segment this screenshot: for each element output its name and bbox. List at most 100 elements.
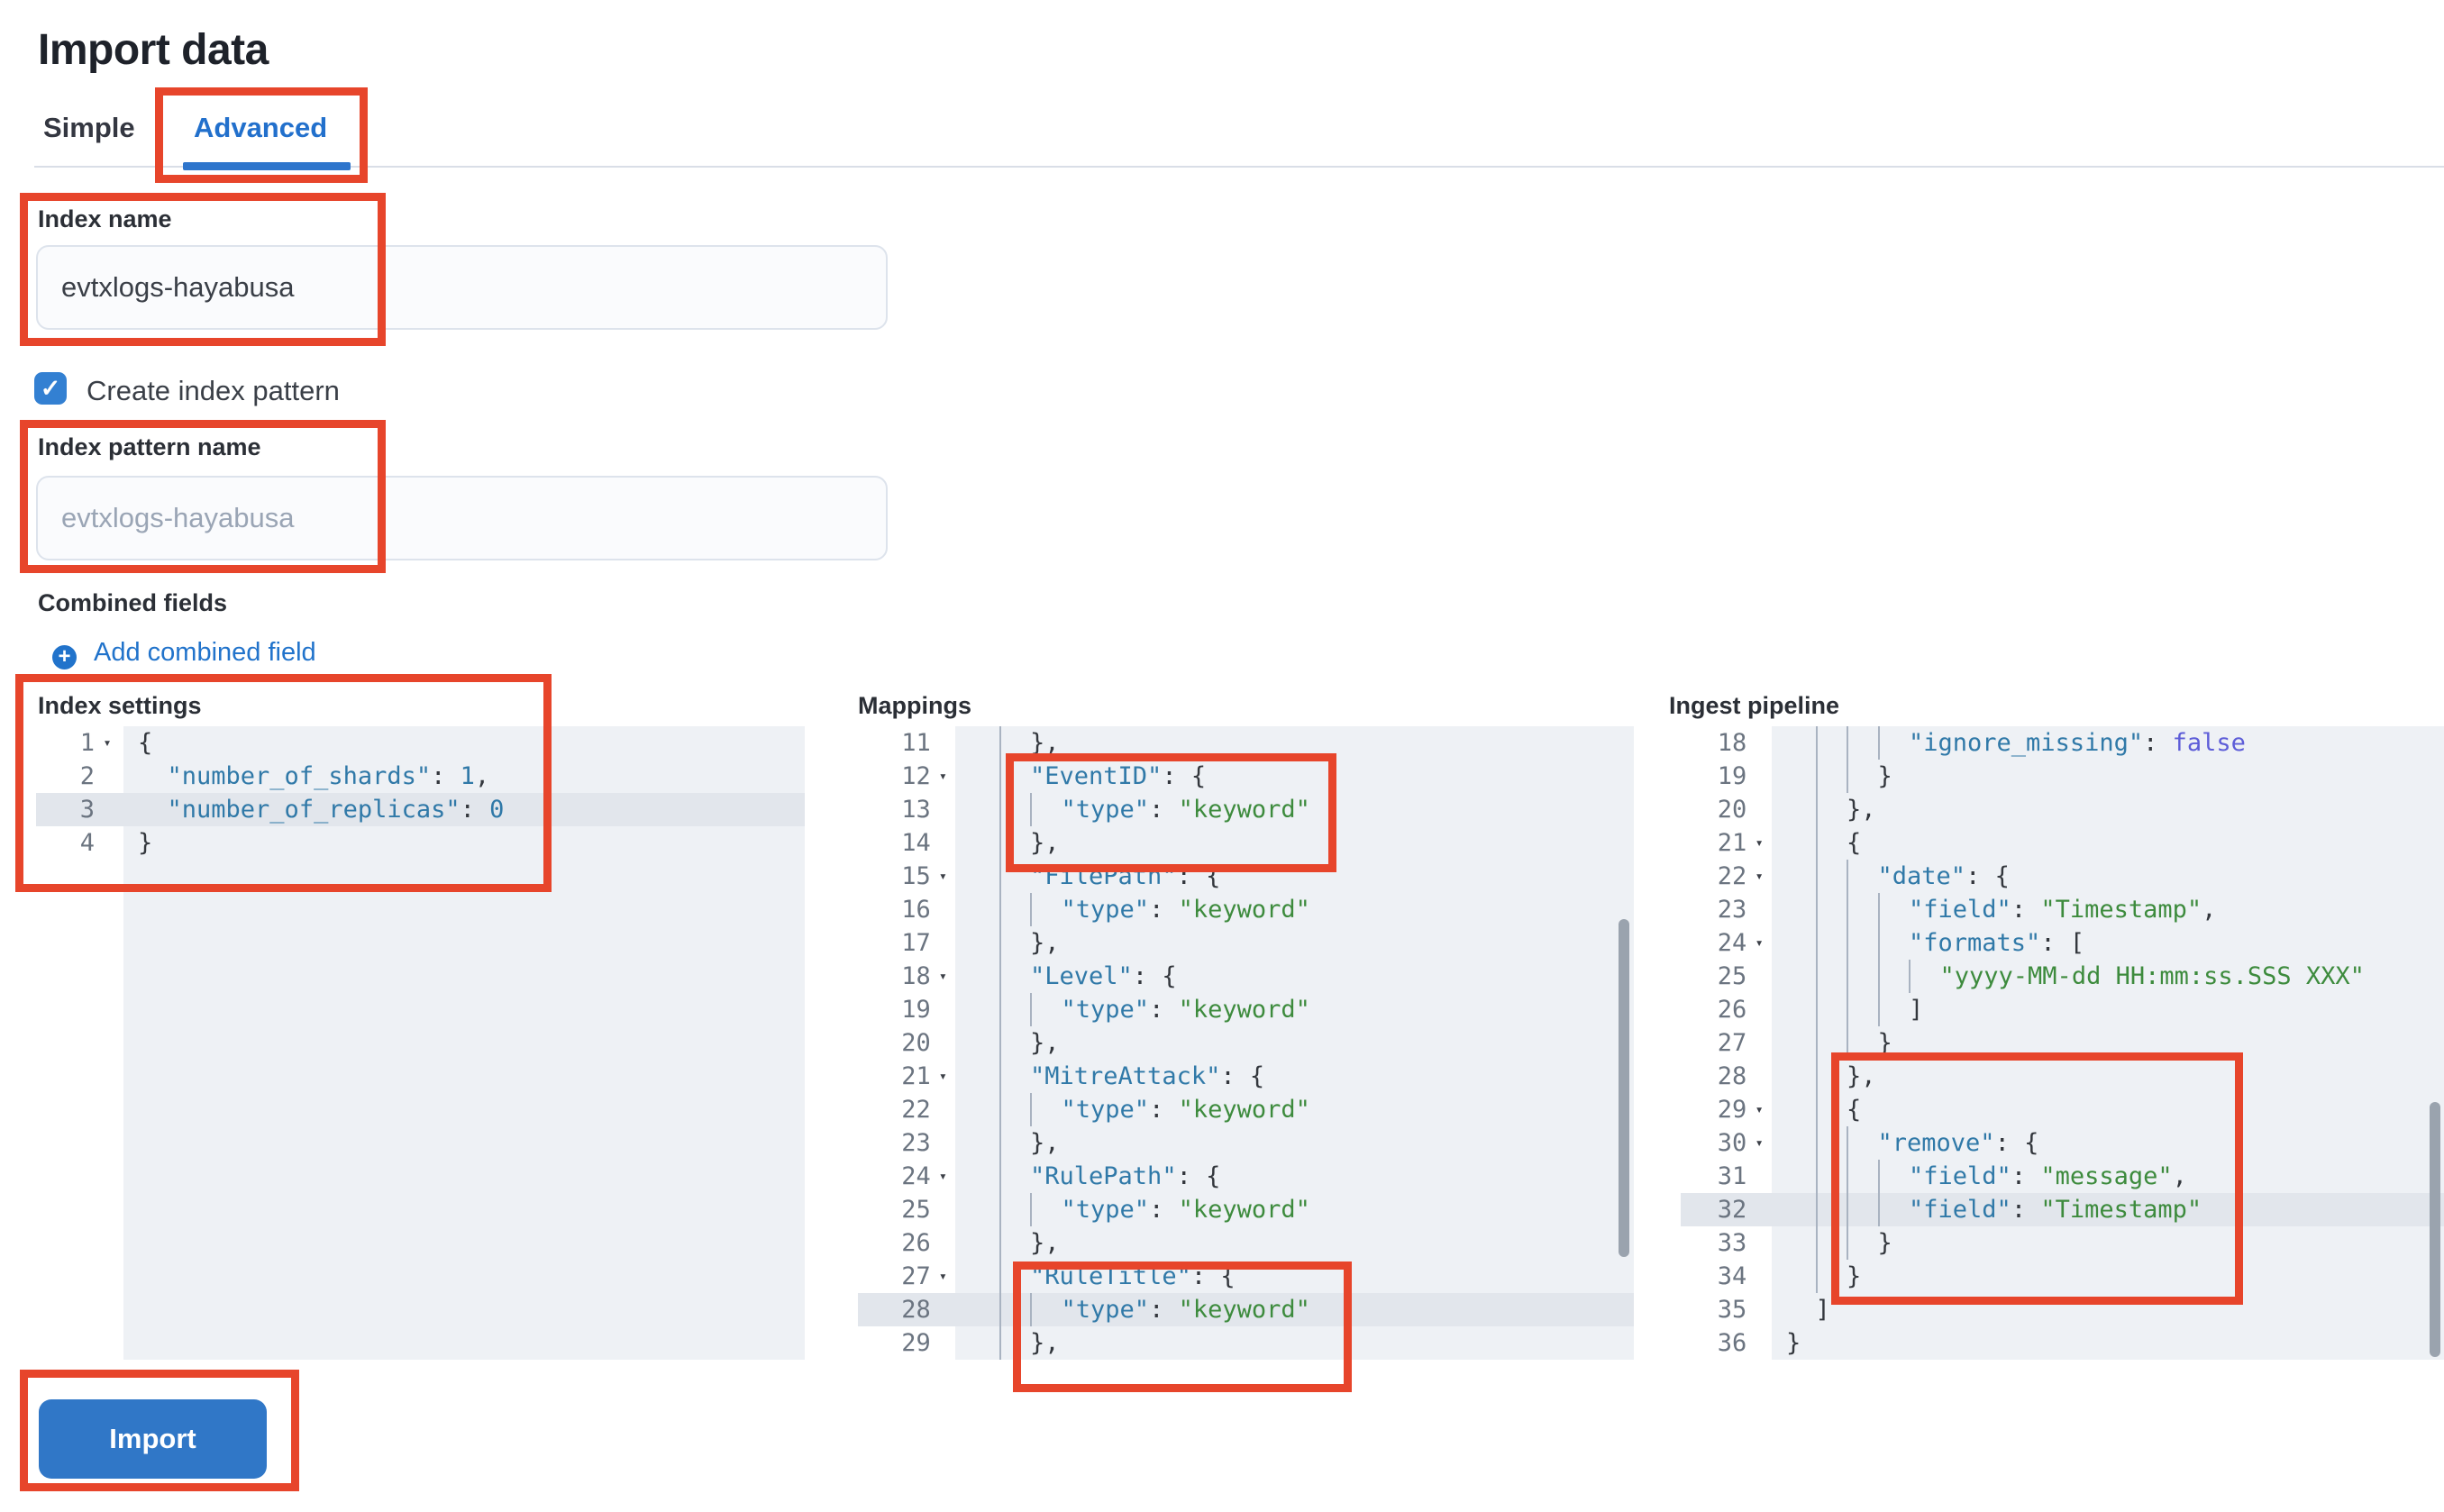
fold-arrow-icon[interactable]: ▾ — [938, 768, 947, 784]
code-line[interactable]: 27 } — [1681, 1026, 2444, 1060]
code-line[interactable]: 33 } — [1681, 1226, 2444, 1260]
code-line[interactable]: 19 } — [1681, 760, 2444, 793]
line-number: 25 — [901, 1196, 931, 1224]
code-line[interactable]: 4} — [36, 826, 805, 860]
code-line[interactable]: 32 "field": "Timestamp" — [1681, 1193, 2444, 1226]
code-token: }, — [1030, 1129, 1060, 1157]
code-line[interactable]: 20 }, — [858, 1026, 1634, 1060]
code-text: "date": { — [1772, 860, 2444, 893]
line-number: 14 — [901, 829, 931, 857]
code-line[interactable]: 17 }, — [858, 926, 1634, 960]
create-index-pattern-checkbox[interactable]: ✓ — [34, 372, 67, 405]
indent-guide — [1815, 1060, 1847, 1093]
gutter: 27 ▾ — [858, 1260, 955, 1293]
indent-guide — [1815, 1193, 1847, 1226]
code-line[interactable]: 24▾ "formats": [ — [1681, 926, 2444, 960]
code-text: { — [1772, 1093, 2444, 1126]
mappings-editor[interactable]: 11 },12▾ "EventID": {13 "type": "keyword… — [858, 726, 1634, 1360]
line-number: 27 — [901, 1262, 931, 1290]
code-line[interactable]: 36} — [1681, 1326, 2444, 1360]
code-line[interactable]: 25 "yyyy-MM-dd HH:mm:ss.SSS XXX" — [1681, 960, 2444, 993]
fold-arrow-icon[interactable]: ▾ — [938, 968, 947, 984]
code-line[interactable]: 14 }, — [858, 826, 1634, 860]
code-line[interactable]: 12▾ "EventID": { — [858, 760, 1634, 793]
fold-arrow-icon[interactable]: ▾ — [938, 1268, 947, 1284]
fold-arrow-icon[interactable]: ▾ — [103, 734, 112, 751]
code-line[interactable]: 27▾ "RuleTitle": { — [858, 1260, 1634, 1293]
fold-arrow-icon[interactable]: ▾ — [1755, 1134, 1764, 1151]
code-line[interactable]: 25 "type": "keyword" — [858, 1193, 1634, 1226]
code-line[interactable]: 26 }, — [858, 1226, 1634, 1260]
line-number: 21 — [1717, 829, 1747, 857]
code-line[interactable]: 29 }, — [858, 1326, 1634, 1360]
code-line[interactable]: 35 ] — [1681, 1293, 2444, 1326]
code-line[interactable]: 29▾ { — [1681, 1093, 2444, 1126]
indent-guide — [1815, 1226, 1847, 1260]
tab-simple[interactable]: Simple — [43, 112, 135, 143]
mappings-scrollbar-thumb[interactable] — [1619, 919, 1629, 1257]
mappings-label: Mappings — [858, 692, 971, 719]
indent-guide — [1847, 1026, 1878, 1060]
code-line[interactable]: 3 "number_of_replicas": 0 — [36, 793, 805, 826]
code-line[interactable]: 16 "type": "keyword" — [858, 893, 1634, 926]
index-pattern-name-input[interactable] — [36, 476, 888, 560]
plus-in-circle-icon[interactable]: + — [52, 645, 77, 669]
code-line[interactable]: 22▾ "date": { — [1681, 860, 2444, 893]
code-line[interactable]: 22 "type": "keyword" — [858, 1093, 1634, 1126]
code-token: 0 — [489, 796, 505, 824]
code-text: "type": "keyword" — [955, 1293, 1634, 1326]
ingest-pipeline-scrollbar-thumb[interactable] — [2430, 1102, 2440, 1357]
index-settings-editor[interactable]: 1▾{2 "number_of_shards": 1,3 "number_of_… — [36, 726, 805, 1360]
code-line[interactable]: 13 "type": "keyword" — [858, 793, 1634, 826]
gutter: 22▾ — [1681, 860, 1772, 893]
code-text: }, — [955, 1326, 1634, 1360]
indent-guide — [1030, 1093, 1062, 1126]
code-line[interactable]: 28 "type": "keyword" — [858, 1293, 1634, 1326]
code-line[interactable]: 34 } — [1681, 1260, 2444, 1293]
code-line[interactable]: 26 ] — [1681, 993, 2444, 1026]
code-line[interactable]: 15▾ "FilePath": { — [858, 860, 1634, 893]
add-combined-field-link[interactable]: Add combined field — [94, 638, 316, 667]
fold-arrow-icon[interactable]: ▾ — [1755, 834, 1764, 851]
code-token: "field" — [1909, 896, 2011, 924]
code-line[interactable]: 21▾ { — [1681, 826, 2444, 860]
create-index-pattern-label[interactable]: Create index pattern — [87, 375, 340, 406]
tab-advanced[interactable]: Advanced — [194, 112, 328, 143]
code-line[interactable]: 20 }, — [1681, 793, 2444, 826]
code-token: : — [1149, 996, 1179, 1024]
line-number: 20 — [901, 1029, 931, 1057]
code-line[interactable]: 19 "type": "keyword" — [858, 993, 1634, 1026]
indent-guide — [1815, 1126, 1847, 1160]
code-line[interactable]: 21▾ "MitreAttack": { — [858, 1060, 1634, 1093]
code-line[interactable]: 23 }, — [858, 1126, 1634, 1160]
code-token: } — [1877, 1029, 1892, 1057]
code-text: "type": "keyword" — [955, 1093, 1634, 1126]
gutter: 20 — [858, 1026, 955, 1060]
code-line[interactable]: 2 "number_of_shards": 1, — [36, 760, 805, 793]
code-line[interactable]: 11 }, — [858, 726, 1634, 760]
code-line[interactable]: 24▾ "RulePath": { — [858, 1160, 1634, 1193]
fold-arrow-icon[interactable]: ▾ — [938, 1168, 947, 1184]
code-line[interactable]: 18 "ignore_missing": false — [1681, 726, 2444, 760]
import-button[interactable]: Import — [39, 1399, 267, 1479]
code-text: "type": "keyword" — [955, 893, 1634, 926]
code-line[interactable]: 31 "field": "message", — [1681, 1160, 2444, 1193]
fold-arrow-icon[interactable]: ▾ — [1755, 934, 1764, 951]
code-line[interactable]: 28 }, — [1681, 1060, 2444, 1093]
code-text: } — [1772, 1326, 2444, 1360]
line-number: 25 — [1717, 962, 1747, 990]
fold-arrow-icon[interactable]: ▾ — [1755, 868, 1764, 884]
index-name-input[interactable] — [36, 245, 888, 330]
fold-arrow-icon[interactable]: ▾ — [938, 868, 947, 884]
code-line[interactable]: 30▾ "remove": { — [1681, 1126, 2444, 1160]
code-line[interactable]: 23 "field": "Timestamp", — [1681, 893, 2444, 926]
fold-arrow-icon[interactable]: ▾ — [938, 1068, 947, 1084]
fold-arrow-icon[interactable]: ▾ — [1755, 1101, 1764, 1117]
indent-guide — [1815, 793, 1847, 826]
code-token: "type" — [1061, 896, 1150, 924]
code-line[interactable]: 18▾ "Level": { — [858, 960, 1634, 993]
code-line[interactable]: 1▾{ — [36, 726, 805, 760]
line-number: 1 — [79, 729, 95, 757]
